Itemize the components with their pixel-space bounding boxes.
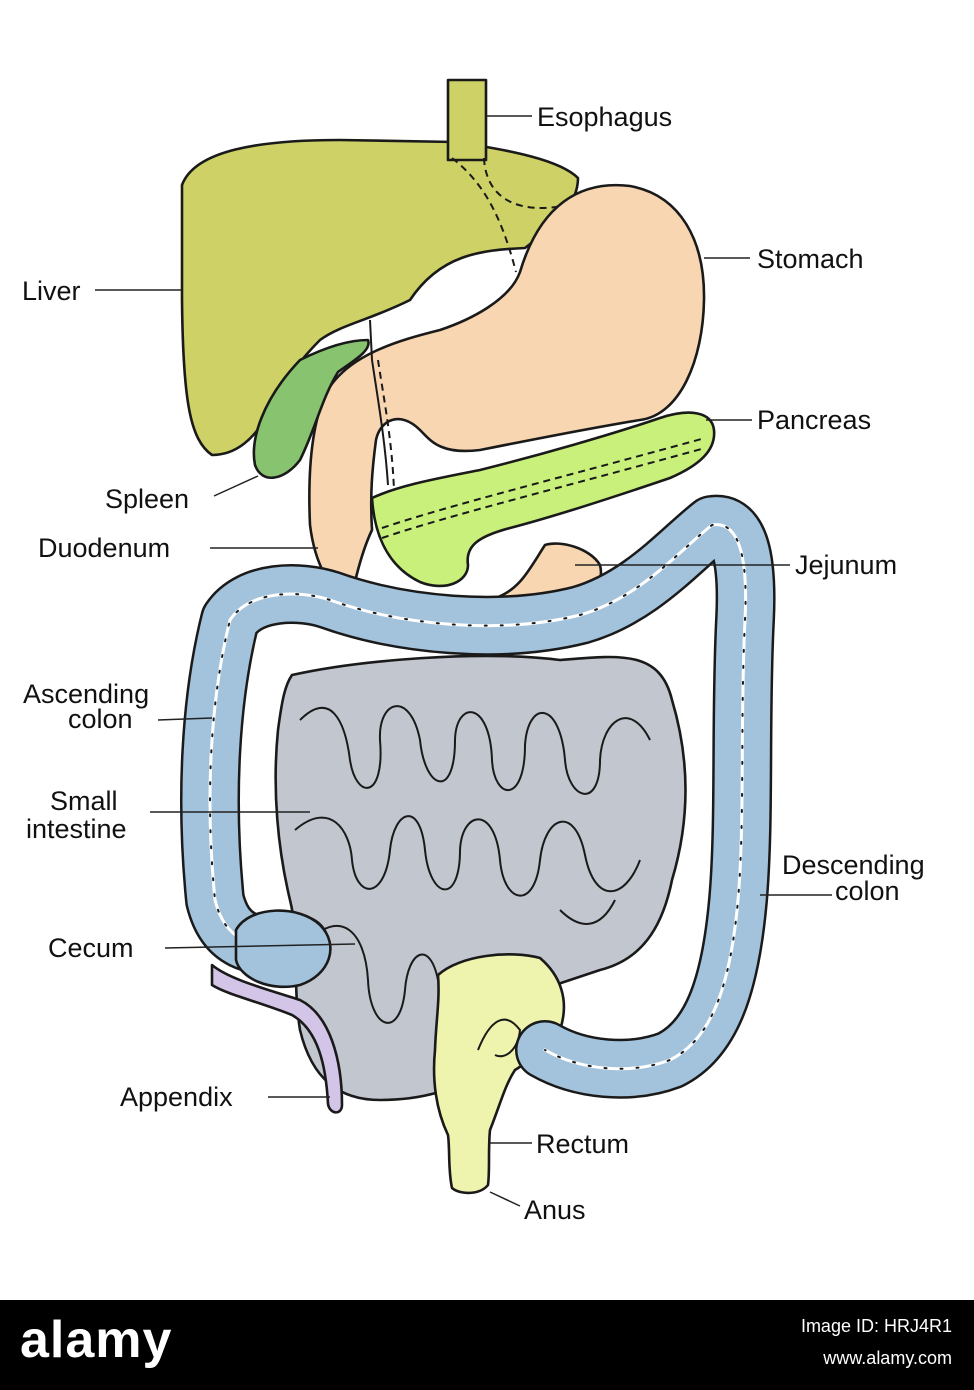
cecum-label: Cecum [48,933,134,963]
stomach-label: Stomach [757,244,864,274]
descending-colon-label-line2: colon [835,876,900,906]
esophagus-hidden-path [451,157,569,273]
digestive-system-diagram: Esophagus Stomach Liver Pancreas Spleen … [22,78,925,1225]
pancreas-organ [370,411,716,588]
descending-colon-label-line1: Descending [782,850,925,880]
anus-label: Anus [524,1195,586,1225]
anus-leader [489,1191,521,1207]
alamy-logo: alamy [20,1311,173,1369]
small-intestine-label-line1: Small [50,786,118,816]
ascending-colon-label-line1: Ascending [23,679,149,709]
liver-label: Liver [22,276,81,306]
cecum-organ [234,909,332,989]
website-link[interactable]: www.alamy.com [823,1348,952,1368]
esophagus-label: Esophagus [537,102,672,132]
rectum-label: Rectum [536,1129,629,1159]
esophagus-organ [446,78,488,162]
small-intestine-folds [294,705,651,1024]
ascending-colon-leader [157,717,213,721]
pancreatic-duct [381,437,706,539]
image-id-text: Image ID: HRJ4R1 [800,1316,952,1336]
spleen-leader [213,475,259,497]
bile-duct-inner [377,359,395,491]
jejunum-label: Jejunum [795,550,897,580]
stock-footer-bar: alamy Image ID: HRJ4R1 www.alamy.com [0,1300,974,1390]
bile-duct [369,319,389,486]
cecum-leader [164,943,356,949]
duodenum-label: Duodenum [38,533,170,563]
pancreas-label: Pancreas [757,405,871,435]
rectum-organ [432,953,566,1195]
rectum-fold [477,1018,522,1058]
small-intestine-label-line2: intestine [26,814,127,844]
ascending-colon-label-line2: colon [68,704,133,734]
colon-organ [180,494,776,1099]
spleen-label: Spleen [105,484,189,514]
appendix-label: Appendix [120,1082,233,1112]
spleen-organ [252,338,370,480]
